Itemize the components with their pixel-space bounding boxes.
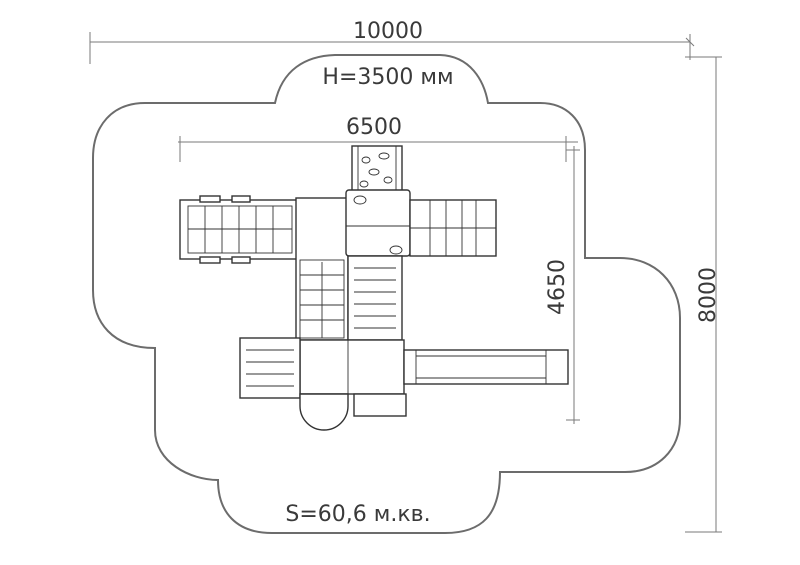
area-label: S=60,6 м.кв.: [285, 502, 430, 527]
equipment-width-label: 6500: [346, 115, 402, 140]
climbing-wall: [351, 145, 403, 193]
left-lower-stairs: [239, 337, 301, 399]
total-width-label: 10000: [353, 19, 423, 44]
total-depth-label: 8000: [696, 267, 721, 323]
right-slide: [409, 199, 497, 257]
round-tunnel: [299, 393, 349, 431]
horizontal-ladder-bridge: [179, 195, 301, 264]
total-width-dimension: 10000: [89, 19, 695, 64]
left-tower: [295, 197, 349, 341]
central-stairs: [347, 255, 403, 341]
long-slide: [403, 349, 569, 385]
equipment-depth-dimension: 4650: [545, 146, 580, 424]
central-tower-roof: [345, 189, 411, 257]
equipment-width-dimension: 6500: [178, 115, 578, 162]
total-depth-dimension: 8000: [685, 56, 722, 533]
height-label: H=3500 мм: [322, 65, 453, 90]
equipment-depth-label: 4650: [545, 259, 570, 315]
lower-box: [353, 393, 407, 417]
playground-equipment: [179, 145, 569, 431]
lower-platform: [299, 339, 405, 395]
